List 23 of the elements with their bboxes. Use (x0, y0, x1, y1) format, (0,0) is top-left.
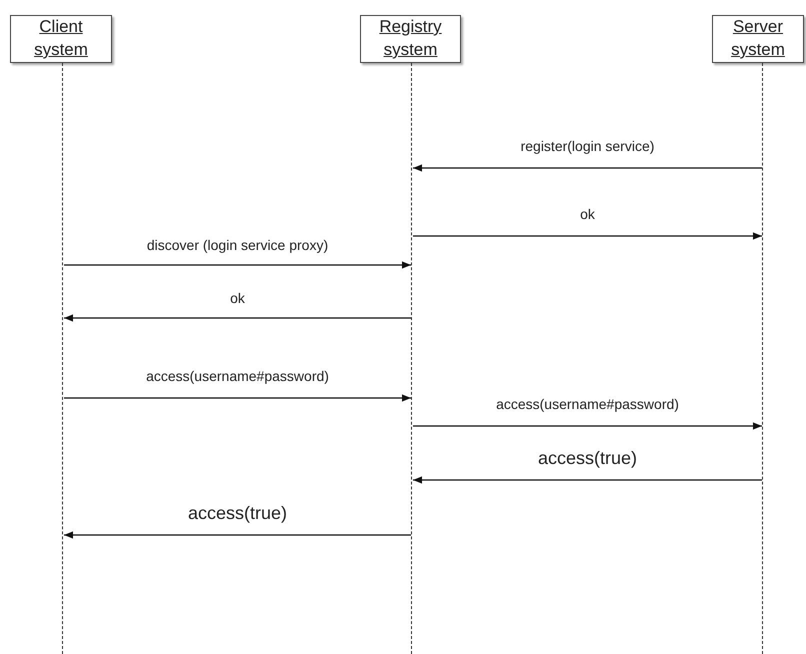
message-label: ok (228, 290, 247, 306)
message-arrow (64, 314, 411, 322)
lifeline (411, 63, 413, 654)
message-label: access(username#password) (144, 368, 331, 384)
message-arrow (64, 261, 411, 269)
message-label: access(username#password) (494, 396, 681, 412)
message-label: register(login service) (518, 138, 656, 154)
lifeline (762, 63, 764, 654)
participant-name: Server system (730, 16, 786, 61)
lifeline (62, 63, 64, 654)
message-arrow (413, 422, 762, 430)
participant-box (360, 15, 461, 63)
message-arrow (64, 394, 411, 402)
message-arrow (64, 531, 411, 539)
message-label: discover (login service proxy) (144, 237, 330, 253)
message-arrow (413, 164, 762, 172)
message-arrow (413, 232, 762, 240)
message-arrow (413, 476, 762, 484)
participant-name: Client system (33, 16, 89, 61)
participant-box (10, 15, 112, 63)
message-label: ok (578, 206, 597, 222)
participant-box (712, 15, 804, 63)
participant-name: Registry system (378, 16, 443, 61)
